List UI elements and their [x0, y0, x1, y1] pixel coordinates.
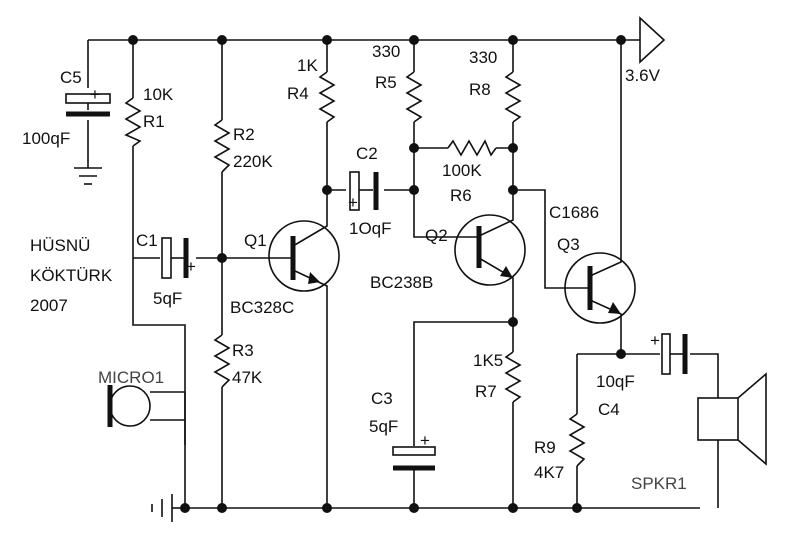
supply-voltage-label: 3.6V: [625, 66, 661, 85]
r4-value: 1K: [297, 56, 318, 75]
microphone: [107, 385, 151, 427]
labels: HÜSNÜ KÖKTÜRK 2007 3.6V C5 100qF 10K R1 …: [22, 42, 687, 493]
junction-dot: [409, 185, 419, 195]
r3-ref: R3: [232, 341, 254, 360]
transistor-q3: [564, 252, 636, 324]
c1-plus: +: [186, 257, 196, 276]
wire-q3-base: [513, 189, 565, 289]
r5-ref: R5: [375, 73, 397, 92]
ground-symbol-main: [151, 494, 185, 522]
wires: [87, 39, 719, 509]
capacitor-c1: [161, 237, 189, 279]
junction-dot: [322, 185, 332, 195]
r1-ref: R1: [143, 112, 165, 131]
c2-ref: C2: [356, 144, 378, 163]
q2-ref: Q2: [425, 226, 448, 245]
junction-dot: [508, 35, 518, 45]
junction-dot: [508, 185, 518, 195]
r4-ref: R4: [287, 84, 309, 103]
c5-value: 100qF: [22, 129, 70, 148]
resistors: [124, 71, 586, 467]
junction-dot: [409, 503, 419, 513]
c2-plus: +: [348, 193, 358, 212]
c4-plus: +: [650, 331, 660, 350]
transistor-q2: [454, 214, 526, 286]
r9-value: 4K7: [534, 463, 564, 482]
c3-ref: C3: [371, 389, 393, 408]
c3-value: 5qF: [369, 417, 398, 436]
r5-value: 330: [372, 42, 400, 61]
mic-label: MICRO1: [98, 368, 164, 387]
q2-part: BC238B: [370, 273, 433, 292]
junction-dot: [616, 349, 626, 359]
resistor-r7: [504, 351, 522, 403]
capacitor-c3: [392, 446, 436, 471]
capacitor-c2: [349, 171, 379, 211]
c2-value: 1OqF: [349, 219, 392, 238]
wire-r1-column: [132, 40, 186, 445]
r8-value: 330: [469, 48, 497, 67]
r2-value: 220K: [233, 152, 273, 171]
r7-ref: R7: [475, 382, 497, 401]
resistor-r6: [447, 139, 497, 157]
author-surname: KÖKTÜRK: [30, 266, 113, 285]
wire-mic: [150, 391, 186, 508]
wire-r5: [413, 40, 460, 238]
junction-dot: [409, 35, 419, 45]
capacitor-c5: [65, 93, 111, 117]
c1-ref: C1: [136, 231, 158, 250]
c3-plus: +: [420, 431, 430, 450]
junction-dot: [128, 35, 138, 45]
r3-value: 47K: [232, 368, 263, 387]
junction-dot: [616, 35, 626, 45]
resistor-r1: [124, 97, 142, 147]
resistor-r8: [504, 71, 522, 123]
author-year: 2007: [30, 296, 68, 315]
junction-dot: [572, 503, 582, 513]
resistor-r4: [318, 71, 336, 123]
ground-symbol-c5: [74, 167, 102, 185]
junction-dot: [508, 317, 518, 327]
c4-ref: C4: [598, 400, 620, 419]
junction-dot: [217, 35, 227, 45]
r1-value: 10K: [143, 85, 174, 104]
speaker: [697, 372, 767, 466]
r7-value: 1K5: [473, 351, 503, 370]
resistor-r5: [405, 71, 423, 123]
junction-dot: [217, 253, 227, 263]
c1-value: 5qF: [153, 289, 182, 308]
q3-part: C1686: [549, 203, 599, 222]
r2-ref: R2: [233, 125, 255, 144]
capacitor-c4: [661, 333, 688, 375]
q1-ref: Q1: [244, 231, 267, 250]
q1-part: BC328C: [230, 298, 294, 317]
junction-dot: [508, 503, 518, 513]
r9-ref: R9: [534, 438, 556, 457]
r6-ref: R6: [450, 186, 472, 205]
resistor-r9: [568, 413, 586, 467]
supply-terminal: [639, 16, 666, 64]
junction-dot: [217, 503, 227, 513]
junction-dot: [508, 143, 518, 153]
junction-dot: [322, 503, 332, 513]
resistor-r3: [213, 334, 231, 388]
transistor-q1: [268, 218, 340, 292]
c4-value: 10qF: [596, 372, 635, 391]
junction-dot: [409, 143, 419, 153]
r6-value: 100K: [442, 161, 482, 180]
resistor-r2: [213, 119, 231, 173]
junctions: [128, 35, 626, 513]
junction-dot: [322, 35, 332, 45]
c5-ref: C5: [60, 68, 82, 87]
capacitors: [65, 93, 688, 471]
q3-ref: Q3: [557, 235, 580, 254]
c5-plus: +: [90, 85, 100, 104]
speaker-label: SPKR1: [631, 474, 687, 493]
author-name: HÜSNÜ: [30, 236, 90, 255]
r8-ref: R8: [469, 80, 491, 99]
wire-c3: [413, 321, 513, 508]
